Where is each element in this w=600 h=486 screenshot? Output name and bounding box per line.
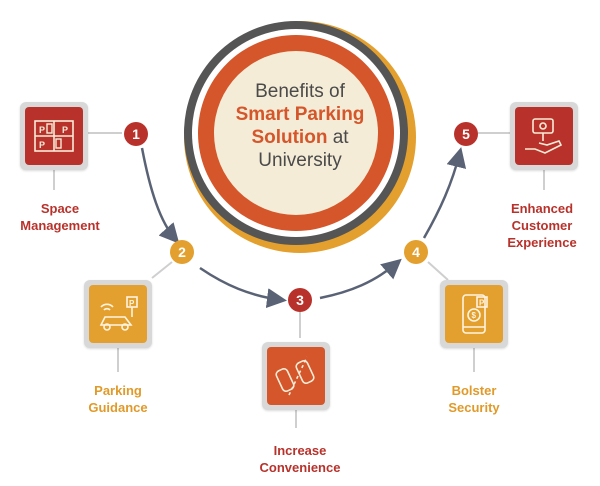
step-2-number: 2 (170, 240, 194, 264)
step-2-label: Parking Guidance (58, 382, 178, 416)
step-4-label: Bolster Security (414, 382, 534, 416)
center-inner-disc (214, 51, 378, 215)
step-1-label: Space Management (0, 200, 120, 234)
svg-text:P: P (129, 299, 135, 308)
connector-2-diag (151, 261, 173, 279)
svg-text:P: P (62, 125, 68, 135)
step-2-label-line1: Parking (94, 383, 142, 398)
step-1-label-line1: Space (40, 201, 80, 216)
step-2-icon-tile: P (84, 280, 152, 348)
step-1-number: 1 (124, 122, 148, 146)
step-3-number: 3 (288, 288, 312, 312)
arrow-2-to-3 (199, 266, 287, 309)
cars-in-lane-icon (275, 356, 315, 396)
arrow-1-to-2 (140, 147, 180, 244)
phone-pay-icon: $ P (462, 294, 488, 334)
svg-text:P: P (39, 140, 45, 150)
center-ring (184, 21, 416, 253)
step-3-icon-tile (262, 342, 330, 410)
title-highlight-line2: Solution (251, 127, 328, 148)
title-prefix: Benefits of (255, 81, 345, 102)
step-5-label-line2: Customer (511, 218, 573, 233)
step-3-label-line2: Convenience (259, 460, 341, 475)
step-5-number: 5 (454, 122, 478, 146)
step-5-label: Enhanced Customer Experience (486, 200, 598, 251)
step-2-label-line2: Guidance (88, 400, 148, 415)
hand-service-icon (525, 118, 563, 154)
arrow-4-to-5 (422, 147, 467, 239)
step-3-label-line1: Increase (273, 443, 327, 458)
car-wifi-sign-icon: P (99, 296, 138, 331)
center-title: Benefits of Smart Parking Solution at Un… (225, 80, 375, 172)
title-line3: University (258, 150, 342, 171)
step-1-label-line2: Management (20, 218, 100, 233)
parking-grid-icon: P P P (34, 120, 74, 152)
step-5-label-line3: Experience (507, 235, 577, 250)
step-4-number: 4 (404, 240, 428, 264)
title-highlight-line1: Smart Parking (235, 104, 365, 125)
connector-4-diag (427, 261, 449, 281)
title-line2: Solution at (225, 126, 375, 149)
svg-text:P: P (479, 299, 485, 308)
step-5-label-line1: Enhanced (510, 201, 574, 216)
step-5-icon-tile (510, 102, 578, 170)
arrow-3-to-4 (319, 258, 402, 300)
step-4-label-line1: Bolster (451, 383, 497, 398)
title-suffix: at (332, 127, 349, 148)
svg-text:$: $ (472, 311, 477, 320)
svg-text:P: P (39, 125, 45, 135)
step-1-icon-tile: P P P (20, 102, 88, 170)
step-4-label-line2: Security (448, 400, 500, 415)
step-3-label: Increase Convenience (230, 442, 370, 476)
step-4-icon-tile: $ P (440, 280, 508, 348)
